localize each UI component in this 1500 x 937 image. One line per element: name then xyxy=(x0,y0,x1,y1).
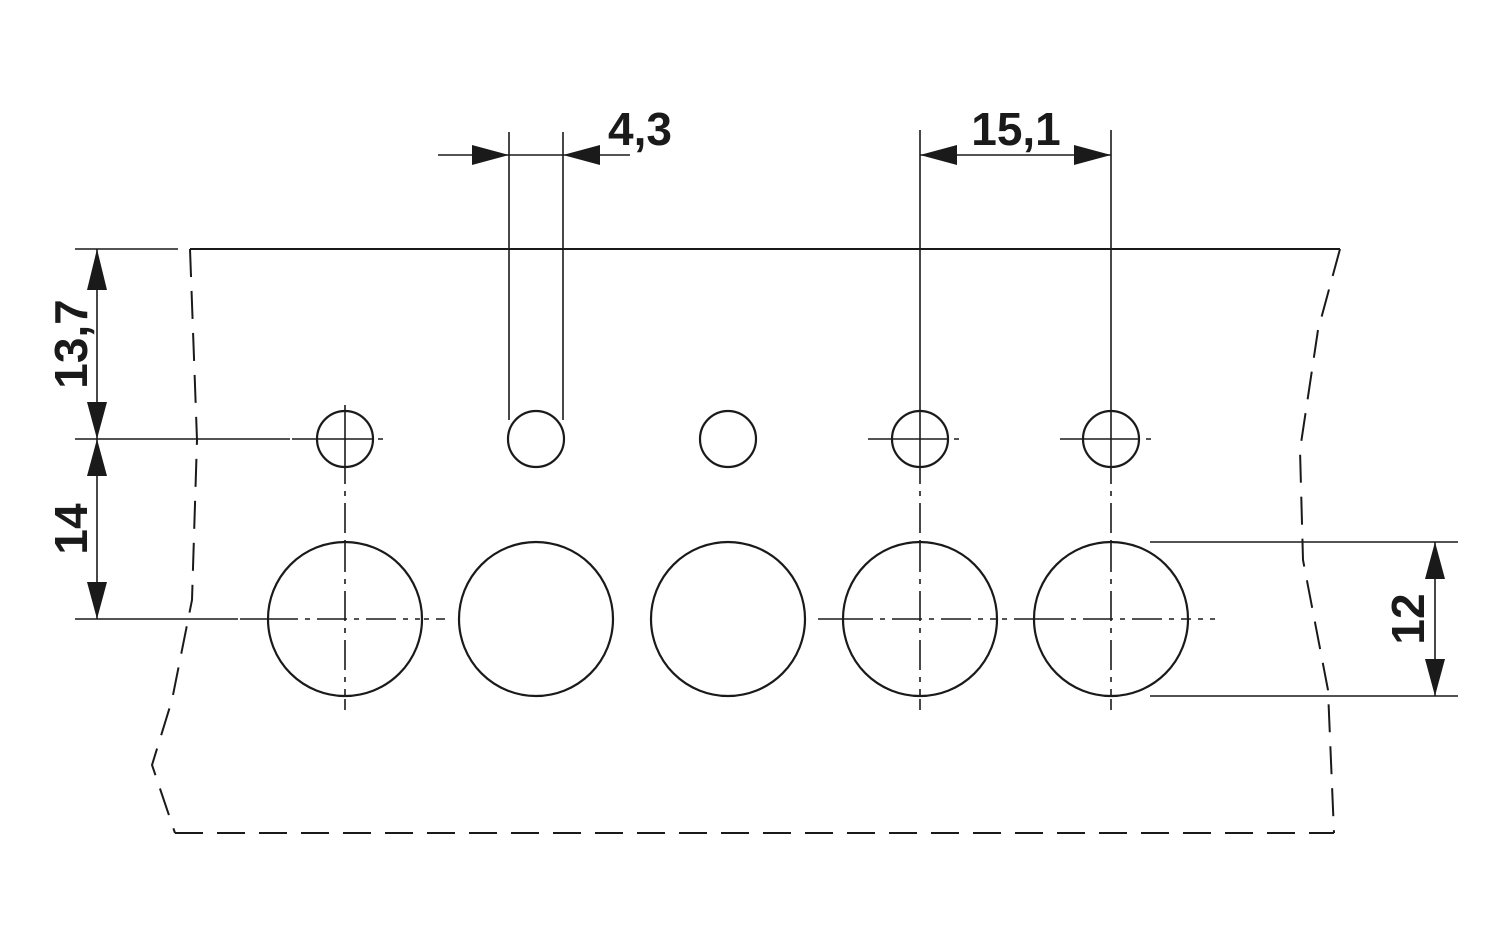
dimension-label: 12 xyxy=(1382,593,1434,644)
small-holes xyxy=(315,409,1141,469)
dimension-pitch: 15,1 xyxy=(919,103,1112,405)
dimension-label-13-7: 13,7 xyxy=(45,299,97,389)
arrowhead xyxy=(563,145,600,165)
arrowhead xyxy=(920,145,957,165)
small-hole-3 xyxy=(698,409,758,469)
small-hole-2 xyxy=(506,409,566,469)
arrowhead xyxy=(1425,659,1445,696)
dimension-vertical-left: 13,7 14 xyxy=(45,248,290,620)
dimension-small-hole-diameter: 4,3 xyxy=(438,103,672,420)
board-outline xyxy=(150,248,1341,834)
arrowhead xyxy=(87,249,107,290)
dimension-label-14: 14 xyxy=(45,503,97,555)
board-right-break-edge xyxy=(1298,248,1341,834)
large-hole-3 xyxy=(649,540,807,698)
arrowhead xyxy=(472,145,509,165)
arrowhead xyxy=(1074,145,1111,165)
large-hole-2 xyxy=(457,540,615,698)
dimension-large-hole-diameter: 12 xyxy=(1150,541,1458,697)
arrowhead xyxy=(87,402,107,439)
arrowhead xyxy=(1425,542,1445,579)
dimension-label: 15,1 xyxy=(971,103,1061,155)
dimension-label: 4,3 xyxy=(608,103,672,155)
board-left-break-edge xyxy=(150,248,199,834)
hole-crosshairs xyxy=(268,412,1188,696)
arrowhead xyxy=(87,439,107,476)
arrowhead xyxy=(87,582,107,619)
